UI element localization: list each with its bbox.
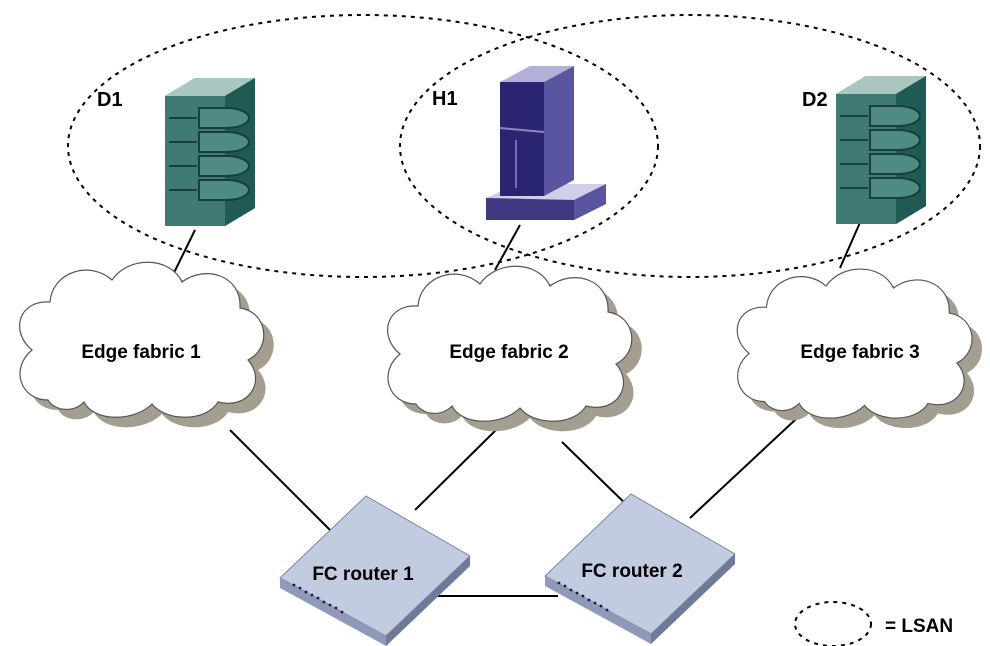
- fabric-label-2: Edge fabric 2: [449, 342, 568, 363]
- link-fabric2-router2: [561, 441, 633, 511]
- fabric-label-3: Edge fabric 3: [800, 342, 919, 363]
- device-label-h1: H1: [432, 88, 458, 110]
- fc-router-2: [544, 493, 736, 644]
- legend: = LSAN: [794, 601, 953, 646]
- legend-label: = LSAN: [885, 616, 953, 637]
- server-icon-h1: [486, 66, 606, 220]
- lsan-ellipse-d1-h1: [67, 14, 659, 278]
- link-fabric3-router2: [689, 405, 811, 519]
- lsan-ellipse-h1-d2: [399, 14, 981, 278]
- link-d2-fabric3: [839, 217, 863, 269]
- legend-lsan-symbol: [794, 601, 872, 646]
- router-label-1: FC router 1: [312, 564, 414, 585]
- router-label-2: FC router 2: [581, 561, 682, 582]
- connection-lines: [167, 217, 863, 597]
- link-fabric2-router1: [414, 427, 499, 511]
- storage-icon-d1: [165, 78, 255, 226]
- fabric-label-1: Edge fabric 1: [81, 342, 201, 363]
- device-label-d1: D1: [97, 89, 123, 111]
- device-label-d2: D2: [802, 89, 828, 111]
- lsan-ellipses: [67, 14, 981, 278]
- link-fabric1-router1: [229, 429, 336, 536]
- link-h1-fabric2: [494, 224, 521, 271]
- storage-icon-d2: [836, 76, 926, 224]
- fc-router-1: [279, 495, 471, 646]
